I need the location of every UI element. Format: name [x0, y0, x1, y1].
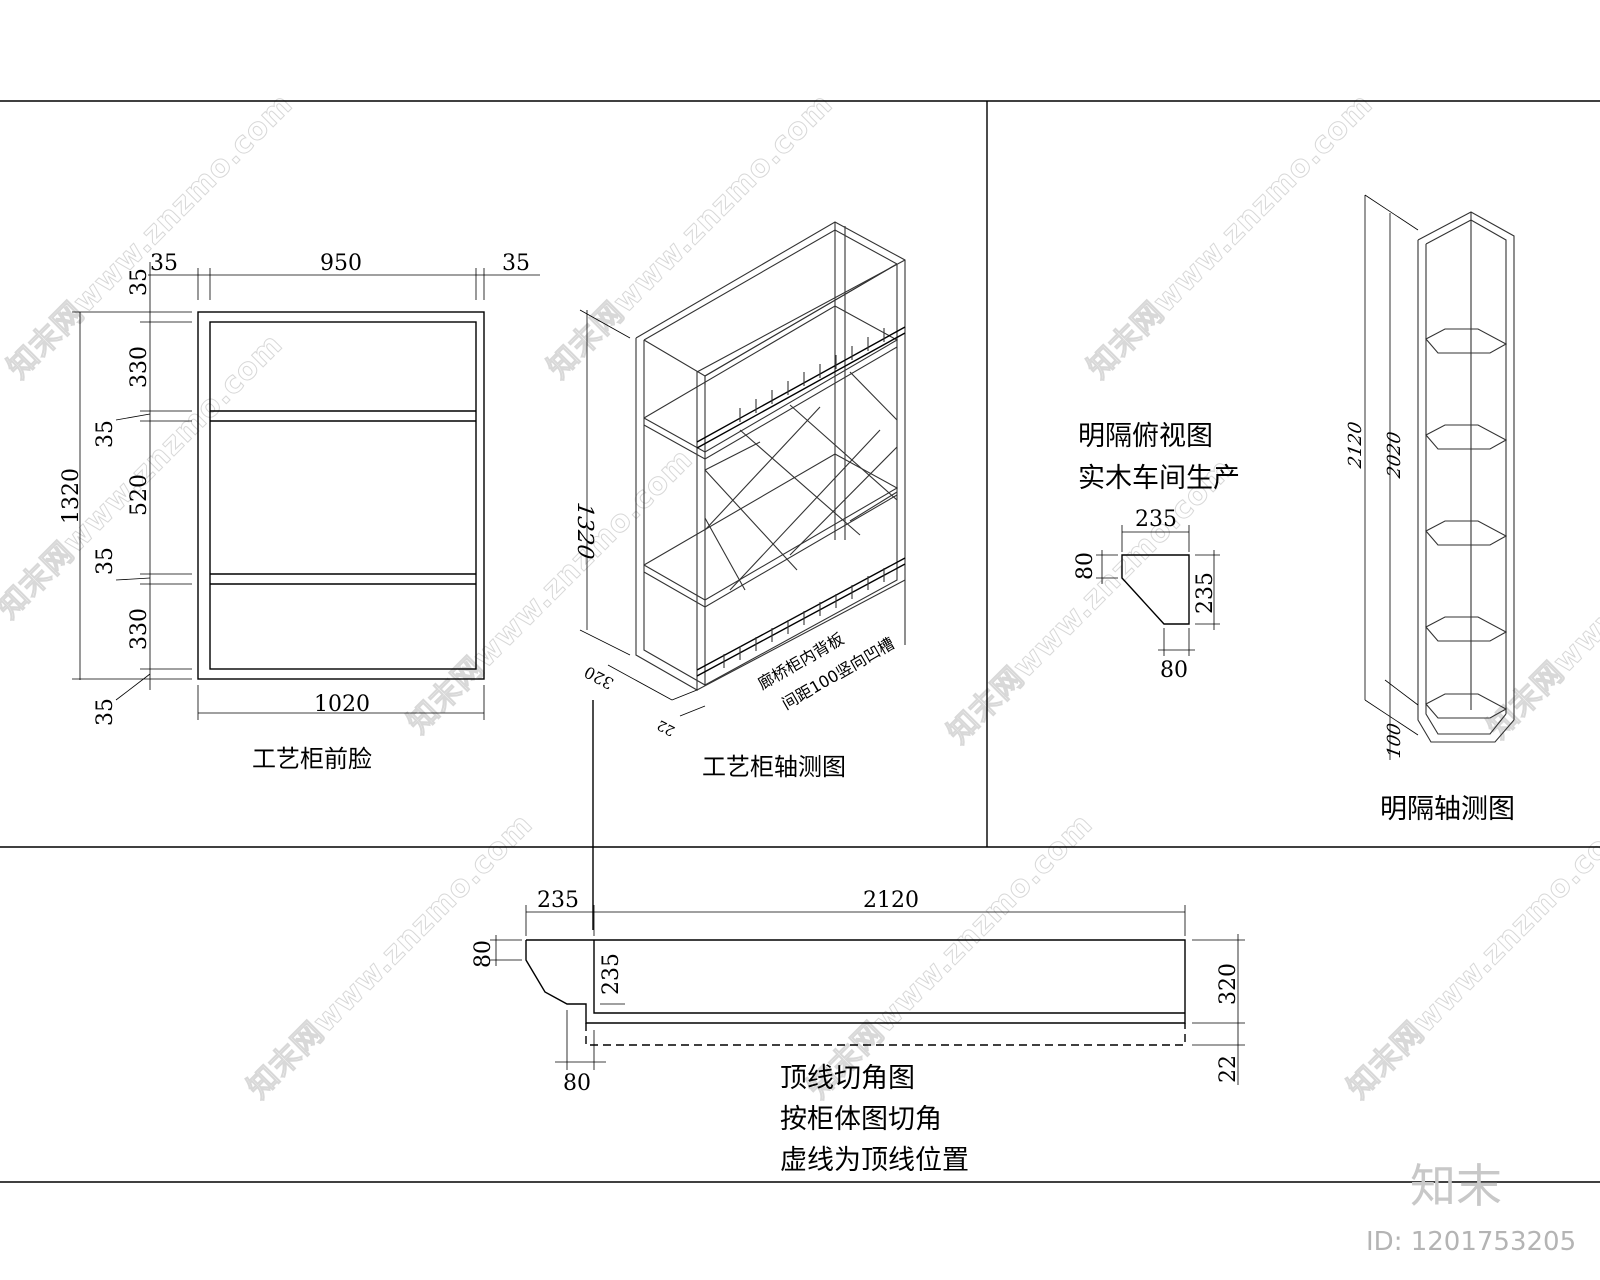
- sheet-frame: [0, 100, 1600, 1183]
- watermark-10: 知末网www.znzmo.com: [1341, 807, 1600, 1106]
- watermark-7: 知末网www.znzmo.com: [1481, 447, 1600, 746]
- front-inner-frame: [209, 321, 477, 670]
- wine-lattice: [704, 371, 898, 591]
- upper-rail-pegs: [739, 328, 885, 422]
- crown-caption-1: 顶线切角图: [780, 1063, 915, 1094]
- crown-left: 235: [537, 888, 579, 913]
- shelf-axo-inner: 2020: [1385, 429, 1405, 482]
- crown-outer-outline: [525, 939, 1186, 1024]
- dim-left-margin: 35: [150, 251, 178, 276]
- watermark-layer: 知末网www.znzmo.com 知末网www.znzmo.com 知末网www…: [0, 86, 1600, 1106]
- crown-height: 320: [1216, 963, 1241, 1005]
- id-label: ID: 1201753205: [1366, 1227, 1576, 1257]
- dim-total-height: 1320: [59, 468, 84, 524]
- dim-bottom: 35: [93, 698, 118, 726]
- crown-bottom: 80: [563, 1071, 591, 1096]
- watermark-3: 知末网www.znzmo.com: [1081, 87, 1380, 386]
- dim-middle: 520: [127, 474, 152, 516]
- crown-caption-2: 按柜体图切角: [780, 1104, 942, 1135]
- crown-caption-3: 虚线为顶线位置: [780, 1145, 969, 1176]
- dim-shelf2: 35: [93, 547, 118, 575]
- lower-rail-pegs: [723, 568, 885, 668]
- crown-cut-view: 235 2120 80 235 80 320 22 顶线切角图 按柜体图切角 虚…: [471, 888, 1245, 1176]
- shelf-top-profile: [1121, 554, 1190, 625]
- dim-top: 35: [127, 268, 152, 296]
- watermark-5: 知末网www.znzmo.com: [401, 442, 700, 741]
- shelf-axo-caption: 明隔轴测图: [1380, 794, 1515, 825]
- shelf-top-offset: 80: [1073, 552, 1098, 580]
- brand-logo: 知末: [1410, 1159, 1502, 1213]
- shelf-axo-total: 2120: [1346, 419, 1366, 472]
- front-view-caption: 工艺柜前脸: [252, 745, 372, 773]
- shelf-top-title-2: 实木车间生产: [1078, 463, 1240, 494]
- crown-length: 2120: [863, 888, 919, 913]
- watermark-9: 知末网www.znzmo.com: [801, 807, 1100, 1106]
- shelf-top-height: 235: [1193, 572, 1218, 614]
- axo-small: 22: [655, 716, 678, 738]
- shelf-axonometric: 2120 2020 100 明隔轴测图: [1346, 194, 1515, 825]
- shelf-axo-base: 100: [1385, 720, 1405, 762]
- watermark-2: 知末网www.znzmo.com: [541, 87, 840, 386]
- dim-width-inner: 950: [320, 251, 362, 276]
- dim-lower: 330: [127, 608, 152, 650]
- dim-upper: 330: [127, 346, 152, 388]
- shelf-top-width: 235: [1135, 507, 1177, 532]
- crown-offset: 80: [471, 940, 496, 968]
- crown-gap: 22: [1216, 1055, 1241, 1083]
- dim-shelf1: 35: [93, 420, 118, 448]
- front-outer-frame: [197, 311, 485, 680]
- dim-total-width: 1020: [314, 692, 370, 717]
- shelf-top-title-1: 明隔俯视图: [1078, 421, 1213, 452]
- crown-inner-h: 235: [599, 953, 624, 995]
- shelf-top-bottom: 80: [1160, 658, 1188, 683]
- axo-caption: 工艺柜轴测图: [702, 753, 846, 781]
- front-view: 35 950 35 1020 35 330 35 520 35 330 35 1…: [59, 251, 540, 773]
- axo-height: 1320: [572, 498, 597, 563]
- dim-right-margin: 35: [502, 251, 530, 276]
- shelf-top-view: 明隔俯视图 实木车间生产 235 80 235 80: [1073, 421, 1240, 683]
